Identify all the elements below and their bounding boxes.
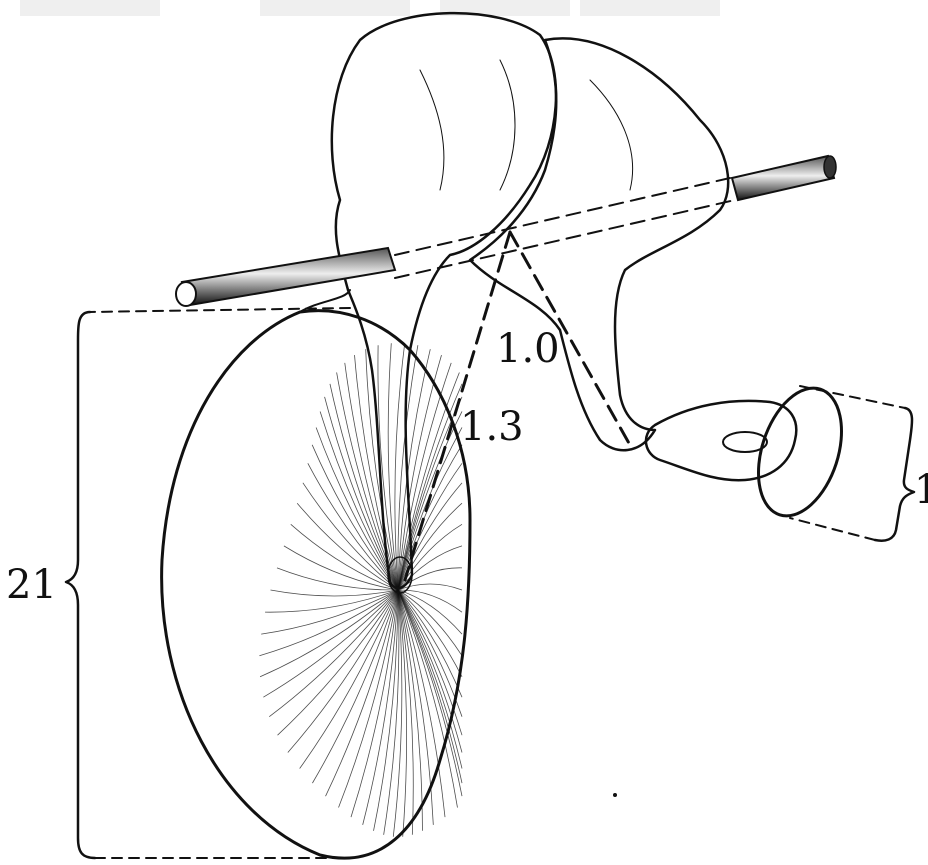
scan-artifact-bars <box>20 0 720 16</box>
footplate-bracket <box>790 386 914 541</box>
stapes <box>646 401 796 480</box>
membrane-radial-lines <box>259 343 462 837</box>
axis-rod-right <box>732 156 836 200</box>
membrane-fiber-line <box>271 590 399 596</box>
area-label-footplate: 1 <box>914 467 928 513</box>
membrane-fiber-line <box>345 363 398 590</box>
ratio-label-incus: 1.3 <box>460 404 524 450</box>
rotation-axis-line <box>395 178 735 278</box>
ratio-label-malleus: 1.0 <box>496 326 560 372</box>
membrane-fiber-line <box>339 590 398 808</box>
tympanic-membrane <box>162 290 470 858</box>
axis-rod-left <box>176 248 395 306</box>
area-label-membrane: 21 <box>6 562 57 608</box>
stray-ink-mark <box>613 793 617 797</box>
stapes-footplate <box>743 377 856 526</box>
membrane-area-bracket <box>66 308 350 858</box>
